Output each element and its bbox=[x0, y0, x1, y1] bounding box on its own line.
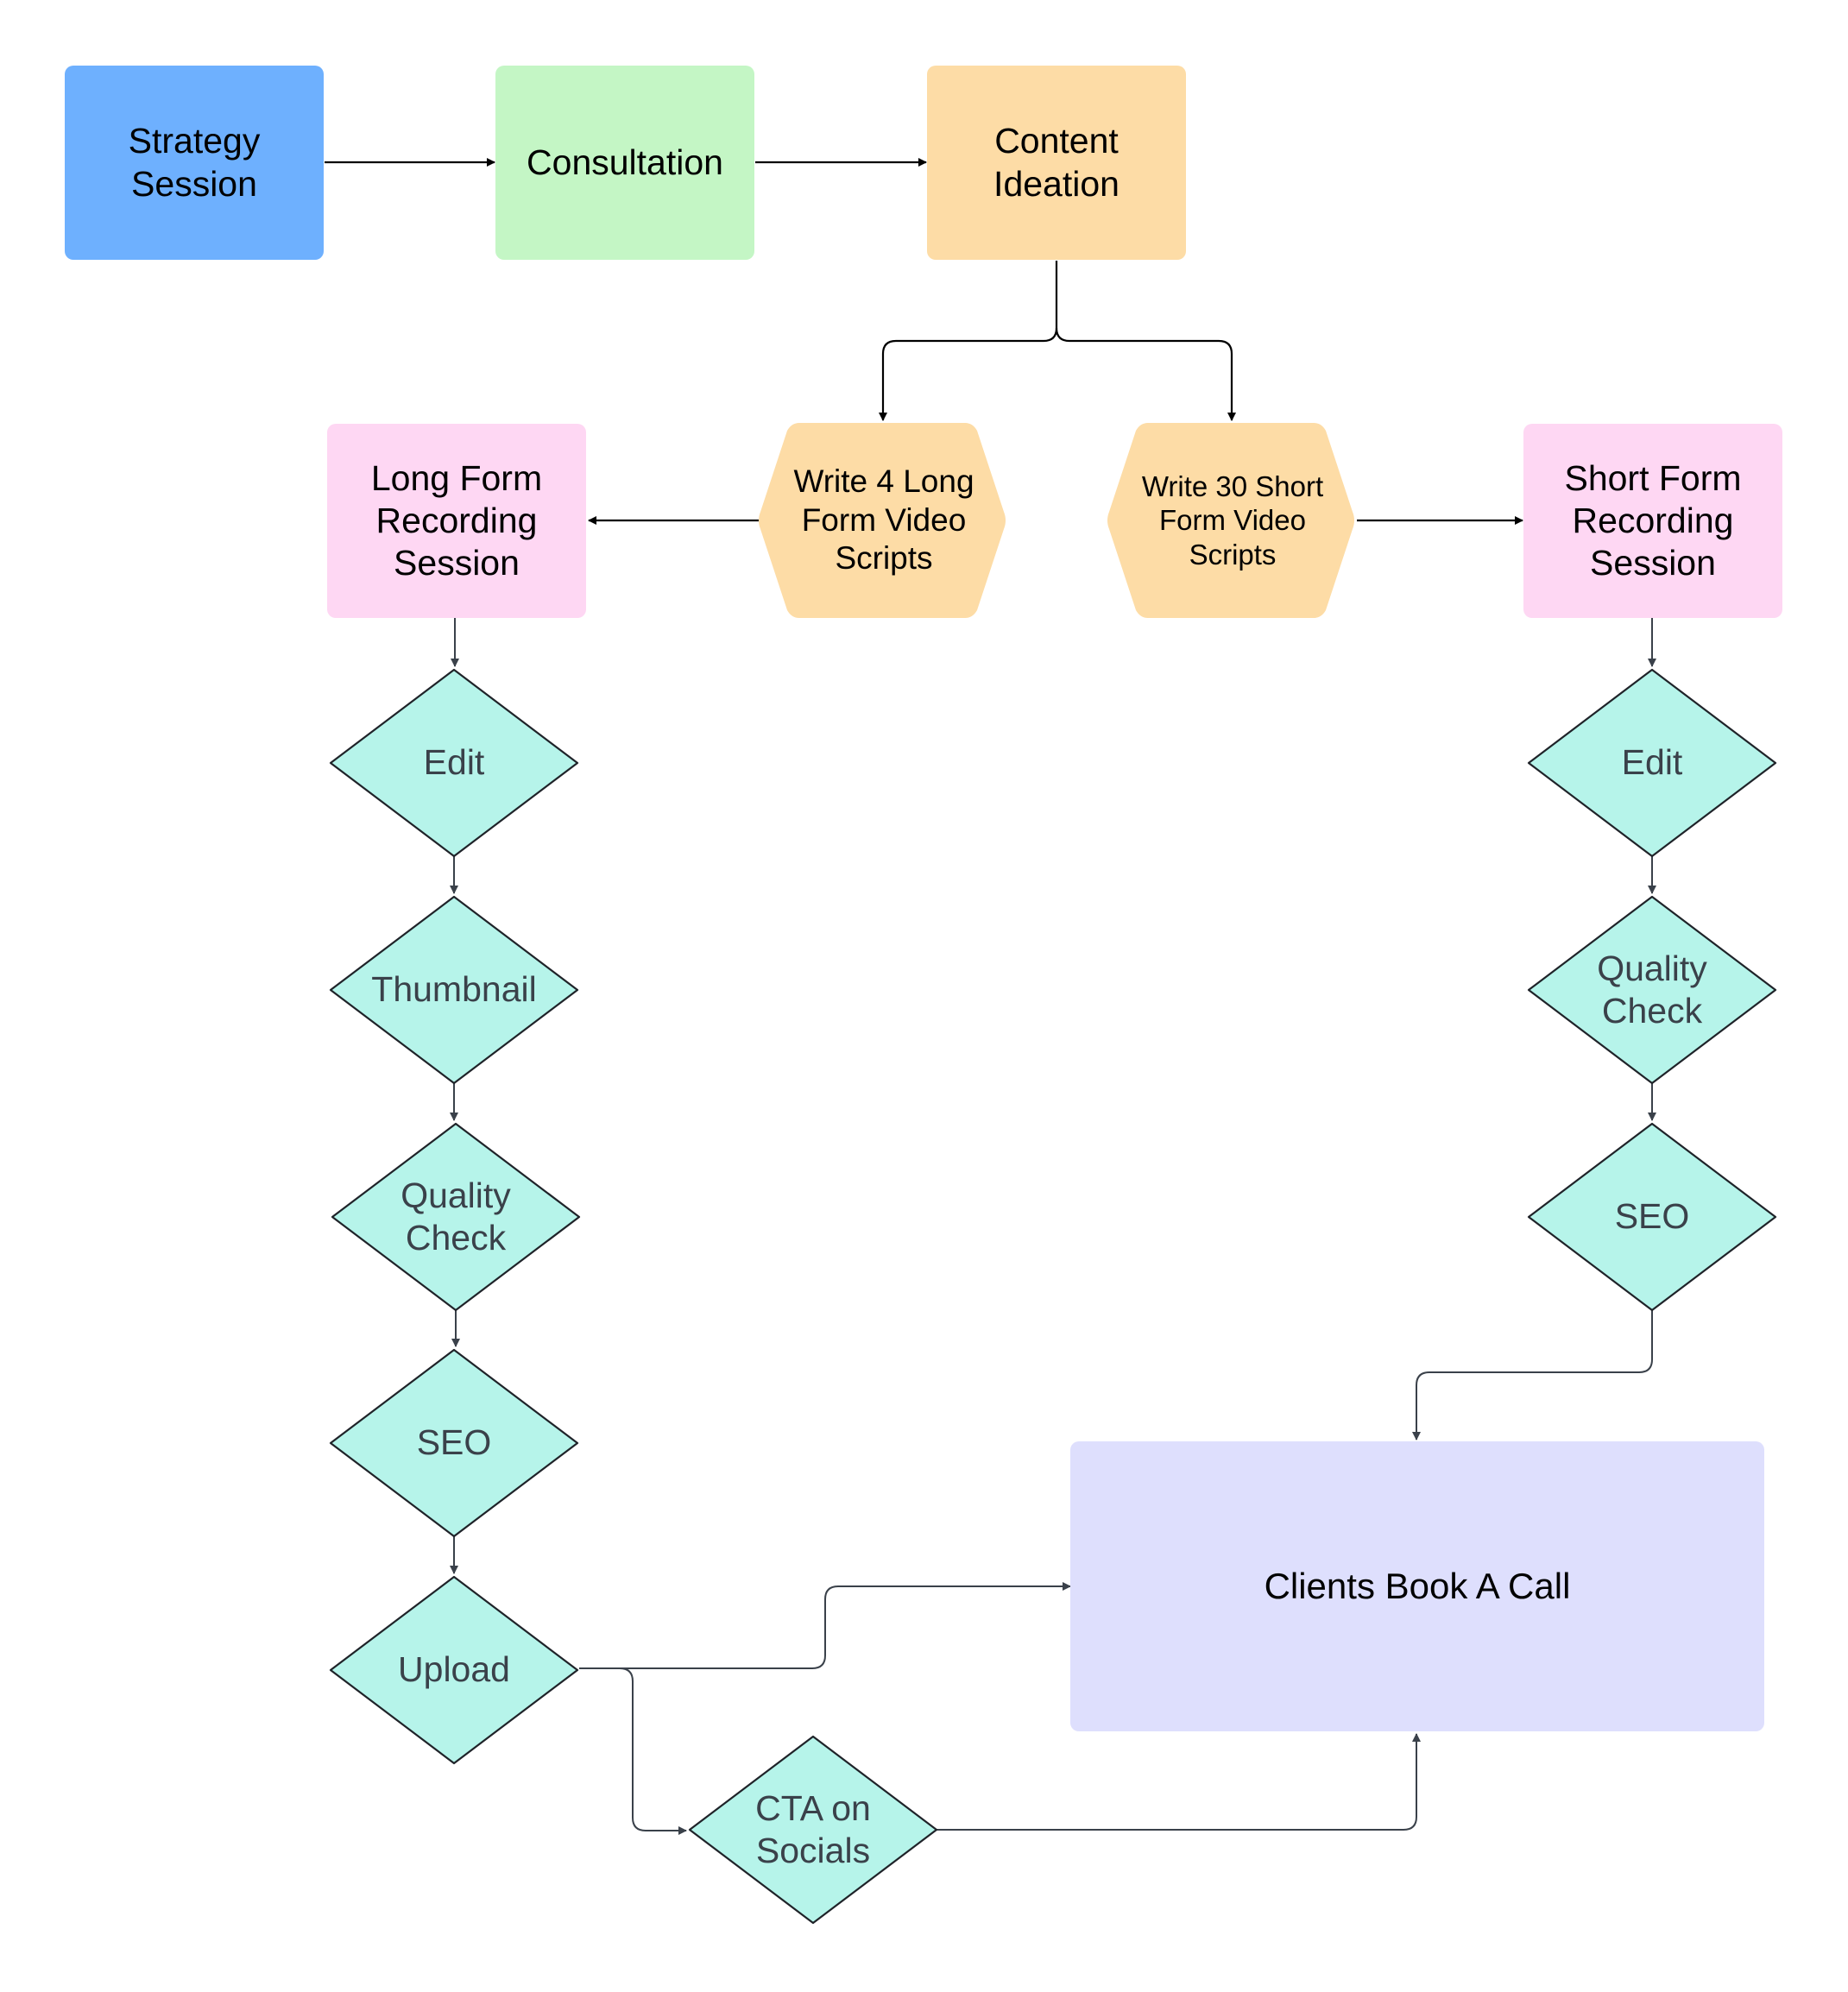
long-quality-check-label: Quality Check bbox=[401, 1175, 511, 1258]
long-thumbnail-label: Thumbnail bbox=[371, 969, 537, 1010]
short-seo-node[interactable]: SEO bbox=[1529, 1124, 1775, 1310]
long-seo-node[interactable]: SEO bbox=[331, 1350, 577, 1536]
long-edit-label: Edit bbox=[423, 742, 485, 783]
short-edit-shape bbox=[1527, 668, 1777, 858]
long-seo-shape bbox=[329, 1348, 579, 1538]
short-form-recording-label: Short Form Recording Session bbox=[1564, 457, 1742, 583]
write-long-scripts-shape bbox=[759, 423, 1006, 618]
long-form-recording-node[interactable]: Long Form Recording Session bbox=[327, 424, 586, 618]
short-quality-check-label: Quality Check bbox=[1597, 948, 1707, 1031]
short-edit-node[interactable]: Edit bbox=[1529, 670, 1775, 856]
strategy-session-node[interactable]: Strategy Session bbox=[65, 66, 324, 260]
write-long-scripts-label: Write 4 Long Form Video Scripts bbox=[793, 463, 974, 577]
long-quality-check-shape bbox=[331, 1122, 581, 1312]
write-short-scripts-label: Write 30 Short Form Video Scripts bbox=[1141, 470, 1324, 570]
cta-on-socials-shape bbox=[688, 1735, 938, 1925]
connector-ideation-to-write-long bbox=[879, 261, 1058, 421]
write-short-scripts-shape bbox=[1107, 423, 1354, 618]
short-form-recording-node[interactable]: Short Form Recording Session bbox=[1523, 424, 1782, 618]
cta-on-socials-label: CTA on Socials bbox=[755, 1787, 871, 1870]
strategy-session-label: Strategy Session bbox=[128, 121, 261, 204]
write-short-scripts-node[interactable]: Write 30 Short Form Video Scripts bbox=[1108, 423, 1357, 618]
long-upload-shape bbox=[329, 1575, 579, 1765]
content-ideation-label: Content Ideation bbox=[993, 121, 1120, 204]
clients-book-call-label: Clients Book A Call bbox=[1264, 1565, 1571, 1606]
write-long-scripts-node[interactable]: Write 4 Long Form Video Scripts bbox=[760, 423, 1008, 618]
long-edit-node[interactable]: Edit bbox=[331, 670, 577, 856]
connector-cta-to-clients-call bbox=[937, 1733, 1421, 1831]
consultation-node[interactable]: Consultation bbox=[495, 66, 754, 260]
connector-upload-to-cta bbox=[579, 1667, 687, 1835]
long-seo-label: SEO bbox=[416, 1422, 492, 1463]
content-ideation-node[interactable]: Content Ideation bbox=[927, 66, 1186, 260]
short-edit-label: Edit bbox=[1621, 742, 1683, 783]
short-seo-label: SEO bbox=[1614, 1196, 1690, 1237]
long-upload-node[interactable]: Upload bbox=[331, 1577, 577, 1763]
consultation-label: Consultation bbox=[527, 142, 723, 182]
cta-on-socials-node[interactable]: CTA on Socials bbox=[690, 1737, 937, 1923]
clients-book-call-node[interactable]: Clients Book A Call bbox=[1070, 1441, 1764, 1731]
long-quality-check-node[interactable]: Quality Check bbox=[332, 1124, 579, 1310]
connector-short-seo-to-clients-call bbox=[1412, 1310, 1653, 1440]
long-edit-shape bbox=[329, 668, 579, 858]
long-upload-label: Upload bbox=[398, 1649, 510, 1690]
connector-ideation-to-write-short bbox=[1055, 327, 1236, 421]
long-form-recording-label: Long Form Recording Session bbox=[370, 457, 543, 583]
connector-upload-to-clients-call bbox=[579, 1582, 1071, 1669]
short-quality-check-node[interactable]: Quality Check bbox=[1529, 897, 1775, 1083]
short-quality-check-shape bbox=[1527, 895, 1777, 1085]
long-thumbnail-shape bbox=[329, 895, 579, 1085]
short-seo-shape bbox=[1527, 1122, 1777, 1312]
long-thumbnail-node[interactable]: Thumbnail bbox=[331, 897, 577, 1083]
